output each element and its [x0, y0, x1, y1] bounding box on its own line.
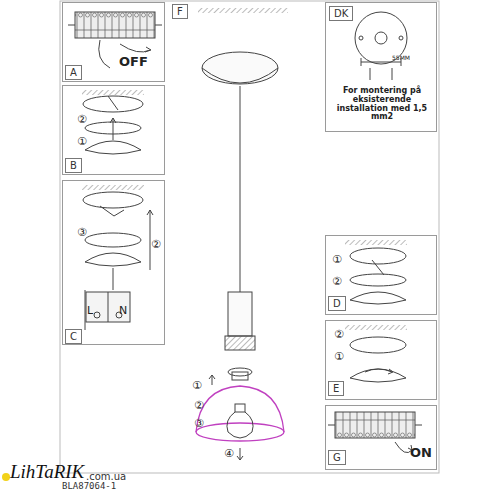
instruction-text: OFF	[119, 55, 148, 69]
step-letter: E	[328, 381, 344, 396]
callout-number: ③	[194, 418, 204, 430]
callout-number: ②	[77, 114, 87, 126]
step-letter: A	[65, 65, 82, 80]
watermark: LihTaRIK	[10, 462, 84, 483]
step-letter: B	[65, 158, 82, 173]
instruction-panel: G ON	[325, 405, 437, 470]
step-letter: D	[328, 296, 346, 311]
callout-number: ①	[334, 351, 344, 363]
callout-number: ②	[194, 400, 204, 412]
callout-number: ①	[192, 380, 202, 392]
callout-number: ①	[332, 254, 342, 266]
instruction-panel: E ② ①	[325, 320, 437, 400]
instruction-text: For montering på eksisterende installati…	[332, 87, 432, 122]
instruction-panel: D ① ②	[325, 235, 437, 315]
step-letter: C	[65, 329, 82, 344]
instruction-text: 55MM	[392, 55, 410, 62]
instruction-panel: A OFF	[62, 2, 165, 82]
callout-number: ③	[77, 227, 87, 239]
step-letter: DK	[329, 6, 353, 21]
watermark: .com.ua	[86, 471, 126, 482]
instruction-panel: F ① ② ③ ④	[170, 2, 320, 470]
instruction-panel: B ② ①	[62, 85, 165, 175]
step-letter: G	[328, 450, 346, 465]
callout-number: L	[87, 305, 93, 317]
instruction-text: ON	[410, 446, 432, 460]
instruction-panel: C ③ ② L N	[62, 180, 165, 345]
callout-number: ④	[224, 448, 234, 460]
callout-number: ②	[332, 276, 342, 288]
callout-number: ②	[151, 239, 161, 251]
callout-number: ①	[77, 136, 87, 148]
part-code: BLA87064-1	[62, 482, 116, 492]
callout-number: N	[119, 305, 127, 317]
instruction-panel: DK 55MM For montering på eksisterende inst…	[325, 2, 437, 132]
step-letter: F	[172, 4, 188, 19]
callout-number: ②	[334, 329, 344, 341]
